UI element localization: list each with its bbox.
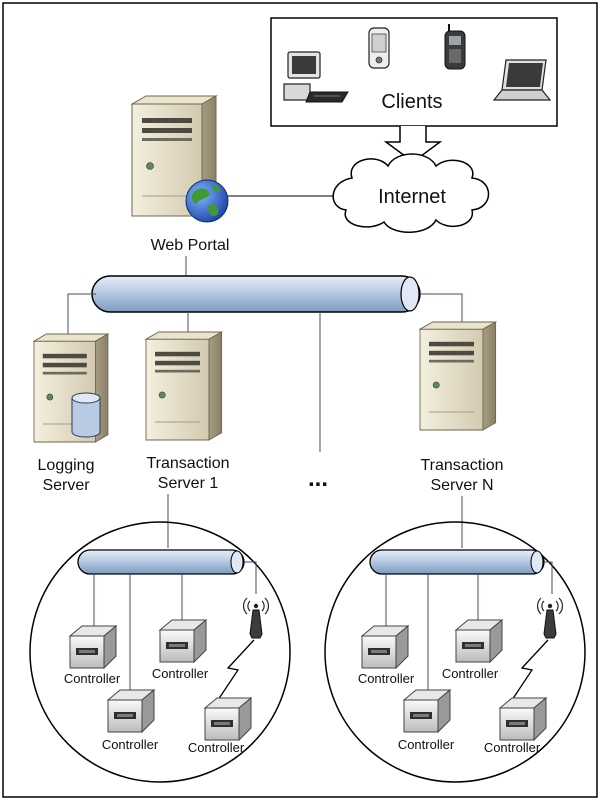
- controller-icon: [455, 619, 503, 663]
- controller-icon: [69, 625, 117, 669]
- web-portal-server: Web Portal: [131, 95, 230, 254]
- controller-label: Controller: [152, 666, 209, 681]
- cellphone-icon: [444, 24, 466, 70]
- controller-label: Controller: [102, 737, 159, 752]
- main-network-bus: [91, 275, 421, 313]
- controller-network-2: Controller Controller Controller Control…: [324, 521, 586, 783]
- controller-icon: [107, 689, 155, 733]
- clients-label: Clients: [381, 91, 442, 113]
- internet-cloud: Internet: [332, 153, 490, 233]
- controller-icon: [403, 689, 451, 733]
- controller-network-2-boundary: [324, 521, 586, 783]
- transaction-server-1: Transaction Server 1: [145, 331, 230, 492]
- controller-icon: [204, 697, 252, 741]
- transaction-server-n-icon: [419, 321, 497, 431]
- wireless-link-icon: [511, 639, 549, 701]
- controller-icon: [159, 619, 207, 663]
- controller-network-1-bus: [77, 549, 245, 575]
- pda-icon: [368, 27, 390, 69]
- logging-server-label-line1: Logging: [38, 457, 95, 474]
- controller-network-2-drops: [385, 561, 553, 690]
- desktop-computer-icon: [283, 51, 349, 103]
- transaction-server-1-icon: [145, 331, 223, 441]
- controller-label: Controller: [442, 666, 499, 681]
- wireless-link-icon: [217, 639, 255, 701]
- controller-network-1-drops: [93, 561, 257, 690]
- globe-icon: [185, 179, 229, 223]
- transaction-server-n: Transaction Server N: [419, 321, 504, 494]
- bus-to-transaction-n: [420, 293, 463, 322]
- controller-icon: [361, 625, 409, 669]
- web-portal-label: Web Portal: [151, 237, 230, 254]
- controller-label: Controller: [358, 671, 415, 686]
- transaction-server-1-label-line1: Transaction: [147, 455, 230, 472]
- database-icon: [71, 392, 101, 438]
- controller-label: Controller: [398, 737, 455, 752]
- controller-network-1: Controller Controller Controller Control…: [29, 521, 291, 783]
- clients-group: Clients: [270, 17, 558, 127]
- more-servers-ellipsis: ...: [308, 465, 328, 492]
- controller-label: Controller: [188, 740, 245, 755]
- logging-server: Logging Server: [33, 333, 109, 494]
- logging-server-label-line2: Server: [42, 477, 90, 494]
- internet-label: Internet: [378, 186, 446, 208]
- controller-network-1-boundary: [29, 521, 291, 783]
- controller-label: Controller: [484, 740, 541, 755]
- controller-network-2-bus: [369, 549, 545, 575]
- controller-icon: [499, 697, 547, 741]
- controller-label: Controller: [64, 671, 121, 686]
- main-bus-drops: [67, 293, 463, 452]
- transaction-server-1-label-line2: Server 1: [158, 475, 219, 492]
- bus-to-logging: [67, 293, 96, 334]
- laptop-icon: [492, 59, 552, 101]
- transaction-server-n-label-line2: Server N: [430, 477, 493, 494]
- transaction-server-n-label-line1: Transaction: [421, 457, 504, 474]
